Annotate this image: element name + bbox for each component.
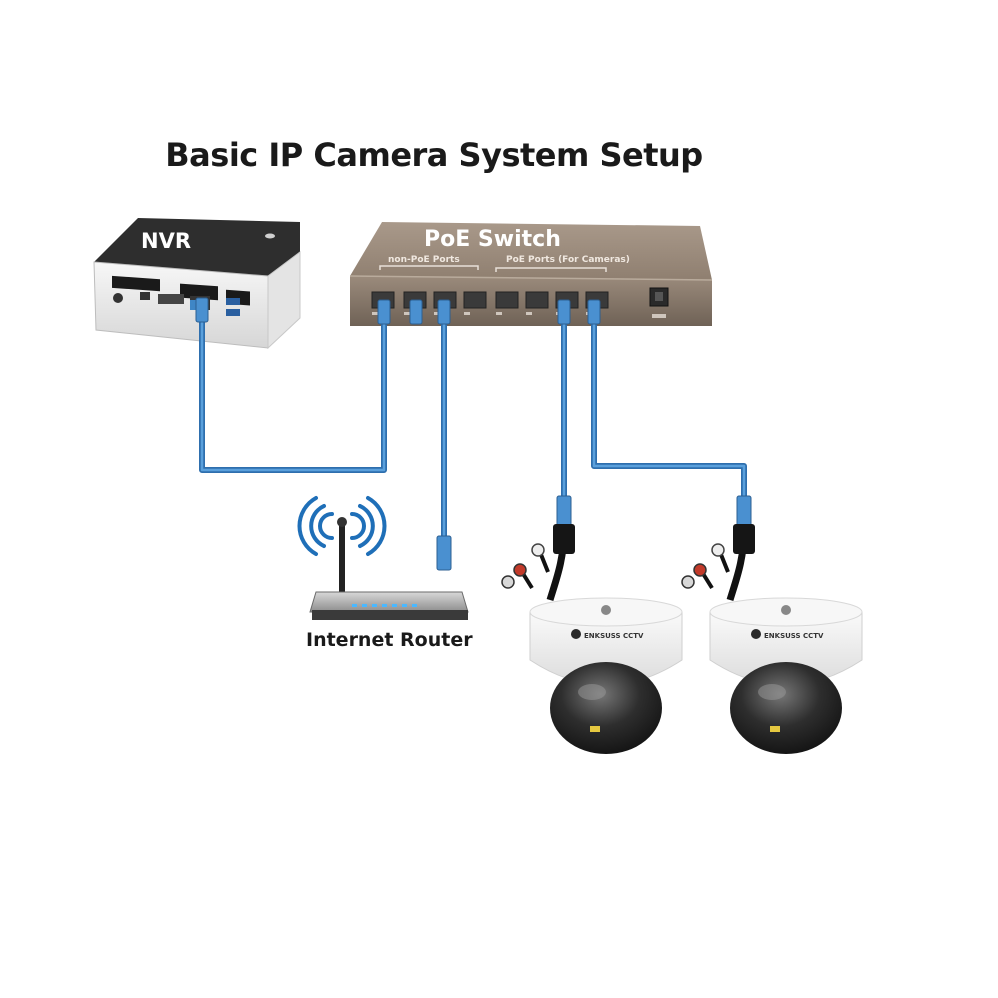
nvr-label: NVR: [141, 229, 191, 253]
internet-router-device: [297, 496, 469, 620]
wifi-signal-icon: [297, 496, 387, 556]
camera-1-brand: ENKSUSS CCTV: [584, 632, 644, 640]
poe-switch-device: [349, 222, 713, 326]
cable-switch-to-camera-2: [591, 318, 747, 500]
nvr-front: [93, 261, 269, 349]
nvr-device: [93, 218, 301, 350]
page-title: Basic IP Camera System Setup: [165, 136, 703, 174]
router-status-lights: [352, 604, 417, 607]
rj45-plugs: [195, 297, 752, 571]
dome-camera-2: [681, 524, 863, 754]
camera-2-brand: ENKSUSS CCTV: [764, 632, 824, 640]
non-poe-ports-label: non-PoE Ports: [388, 255, 460, 265]
switch-label: PoE Switch: [424, 227, 561, 252]
router-antenna: [339, 520, 345, 592]
network-cables: [199, 318, 747, 540]
poe-ports-label: PoE Ports (For Cameras): [506, 255, 630, 265]
dome-camera-1: [501, 524, 683, 754]
router-label: Internet Router: [306, 629, 473, 651]
